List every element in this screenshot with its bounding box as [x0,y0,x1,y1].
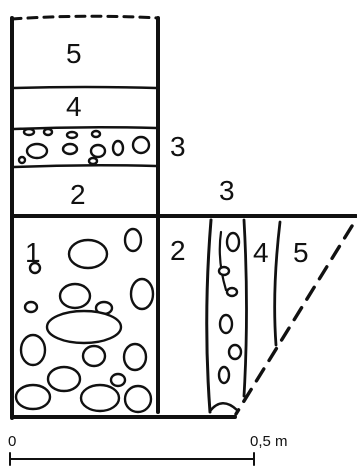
layer-3-gravel [19,129,149,164]
stone [125,229,141,251]
trench-label-3: 3 [219,175,235,206]
layer-label-3: 3 [170,131,186,162]
pebble [44,129,52,135]
pebble [63,144,77,154]
trench-inner-line-1 [220,232,226,290]
stone [48,367,80,391]
scale-bar-start-label: 0 [8,433,16,450]
stone [47,311,121,343]
trench-label-4: 4 [253,237,269,268]
stone [21,335,45,365]
stone [220,315,232,333]
trench-inner-line-3 [275,222,280,345]
column-top-dashed [12,16,158,19]
trench-wall-left [207,220,211,412]
boundary-3-2 [14,165,156,167]
layer-label-2: 2 [70,179,86,210]
pebble [19,157,25,163]
pebble [89,158,97,164]
scale-bar: 0 0,5 m [8,433,288,465]
boundary-4-3 [14,127,156,129]
stone [219,367,229,383]
pebble [27,144,47,158]
stone [124,344,146,370]
stone [229,345,241,359]
layer-label-4: 4 [66,91,82,122]
boundary-5-4 [14,87,156,88]
stone [131,279,153,309]
layer-label-1: 1 [25,237,41,268]
stone [83,346,105,366]
pebble [24,129,34,135]
stone [69,240,107,268]
stone [81,385,119,411]
trench-label-5: 5 [293,237,309,268]
layer-label-5: 5 [66,38,82,69]
pebble [91,145,105,157]
scale-bar-end-label: 0,5 m [250,433,288,450]
pebble [92,131,100,137]
stone [60,284,90,308]
stone [219,267,229,275]
pebble [113,141,123,155]
stone [125,386,151,412]
stone [111,374,125,386]
stone [25,302,37,312]
trench-stones [219,233,241,383]
stone [227,233,239,251]
trench-label-2: 2 [170,235,186,266]
stone [227,288,237,296]
stone [16,385,50,409]
trench-inner-line-2 [244,220,247,396]
trench-bottom-arc [210,403,237,411]
pebble [67,132,77,138]
pebble [133,137,149,153]
